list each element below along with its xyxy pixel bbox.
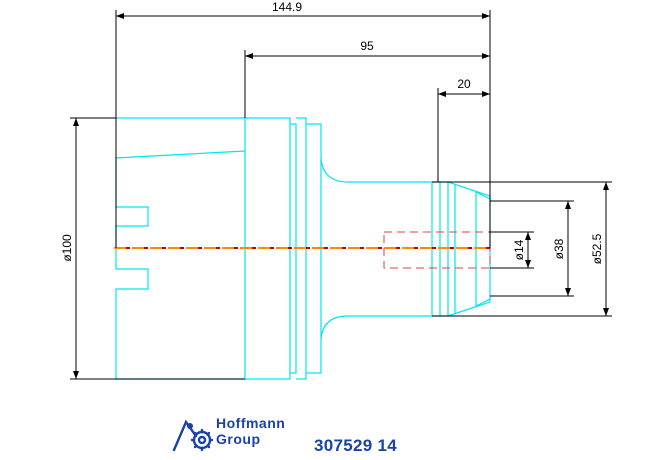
dim-nose-inner-diameter: ø38 (552, 238, 566, 259)
neck-lower (320, 315, 432, 340)
dim-nose-length: 20 (457, 77, 471, 91)
neck-upper (320, 157, 432, 183)
dim-bore-diameter: ø14 (512, 239, 526, 260)
part-number: 307529 14 (314, 436, 398, 455)
hidden-bore (383, 231, 491, 269)
logo-text-hoffmann: Hoffmann (216, 415, 286, 431)
dim-overall-length: 144.9 (272, 0, 302, 14)
dimension-lines (70, 10, 612, 380)
dim-nose-outer-diameter: ø52.5 (590, 233, 604, 264)
title-block: Hoffmann Group 307529 14 (170, 414, 470, 458)
dim-body-diameter: ø100 (60, 234, 74, 262)
dim-shank-length: 95 (360, 39, 374, 53)
logo-text-group: Group (216, 431, 261, 447)
hoffmann-group-logo-icon (172, 419, 214, 452)
